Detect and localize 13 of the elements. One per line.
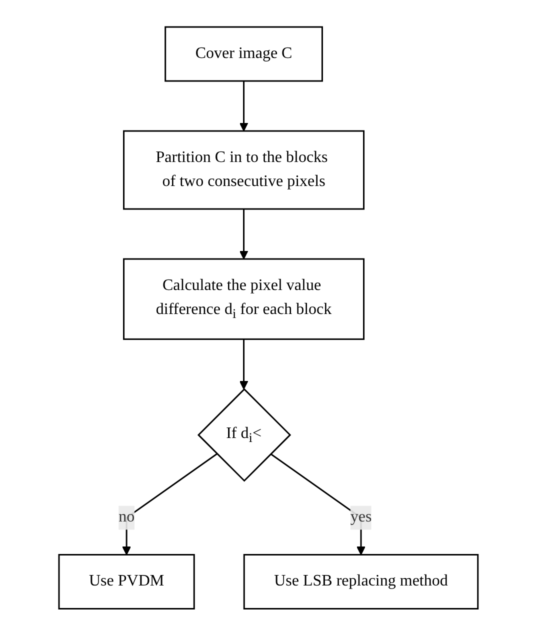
arrow [122, 453, 218, 556]
node-box [123, 258, 365, 340]
node-box [164, 26, 324, 82]
node-diamond [198, 388, 292, 482]
arrow [239, 339, 248, 390]
arrow [239, 81, 248, 132]
arrow [239, 209, 248, 260]
node-box [243, 554, 479, 610]
edge-label: no [118, 508, 135, 526]
edge-label: yes [350, 508, 372, 526]
arrow [270, 453, 366, 556]
node-box [123, 130, 365, 210]
node-box [58, 554, 195, 610]
